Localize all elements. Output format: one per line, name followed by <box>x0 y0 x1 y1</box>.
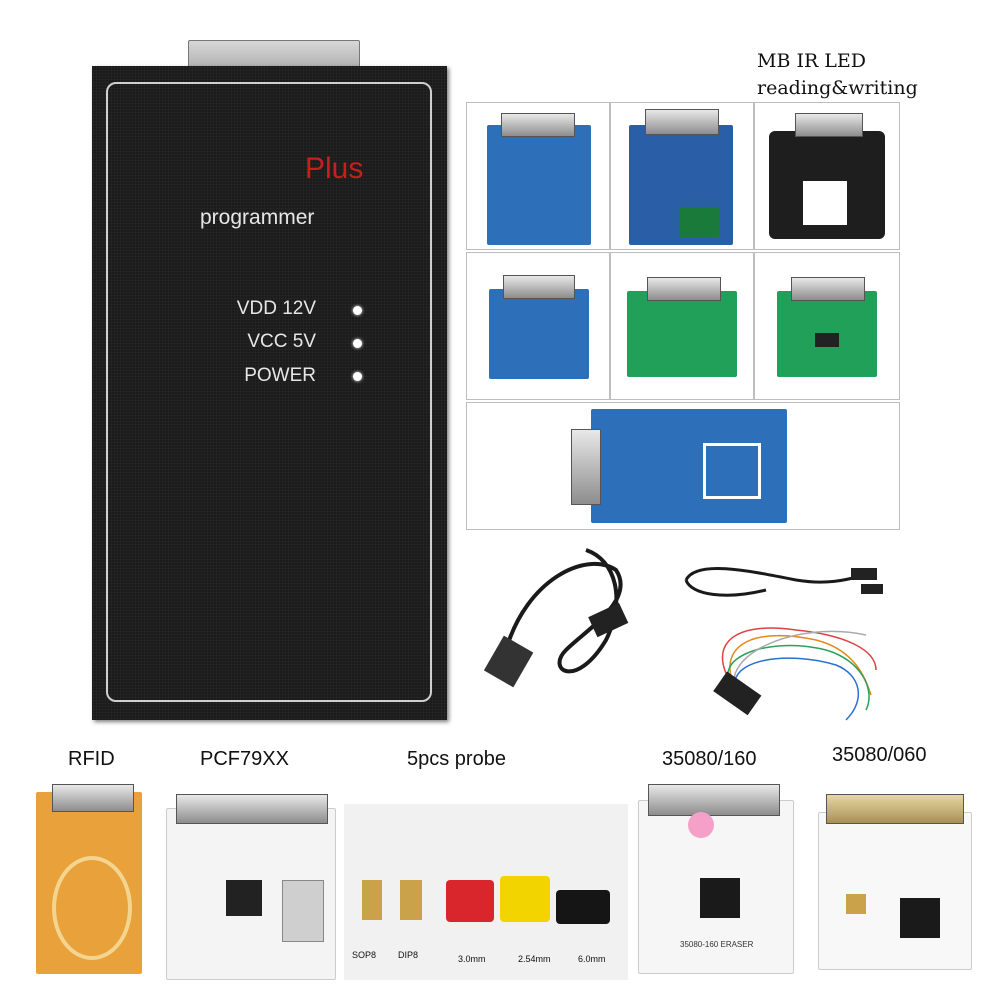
led-power-indicator <box>353 372 362 381</box>
sd-card-slot <box>282 880 324 942</box>
led-label-power: POWER <box>244 365 316 386</box>
dip8-chip <box>846 894 866 914</box>
probe-label-6mm: 6.0mm <box>578 954 606 964</box>
blue-adapter-board <box>487 125 591 245</box>
blue-adapter-board <box>489 289 589 379</box>
caption-35080-160: 35080/160 <box>662 748 757 770</box>
sop-socket <box>700 878 740 918</box>
adapter-cell-5 <box>610 252 754 400</box>
db25-connector <box>176 794 328 824</box>
db25-connector <box>645 109 719 135</box>
db25-connector <box>503 275 575 299</box>
db25-connector <box>501 113 575 137</box>
caption-pcf79xx: PCF79XX <box>200 748 289 770</box>
probe-label-254mm: 2.54mm <box>518 954 551 964</box>
db25-connector <box>52 784 134 812</box>
led-vcc-indicator <box>353 339 362 348</box>
usb-cable <box>684 566 862 597</box>
ce-sticker <box>688 812 714 838</box>
sop-socket <box>900 898 940 938</box>
adapter-cell-6 <box>754 252 900 400</box>
adapter-cell-4 <box>466 252 610 400</box>
probe-label-dip8: DIP8 <box>398 950 419 960</box>
sop8-probe <box>362 880 382 920</box>
adapter-cell-1 <box>466 102 610 250</box>
led-label-vcc: VCC 5V <box>247 331 316 352</box>
mb-ir-led-line1: MB IR LED <box>757 50 867 72</box>
programmer-device <box>92 66 447 720</box>
db25-connector <box>795 113 863 137</box>
mb-ir-led-line2: reading&writing <box>757 77 918 99</box>
mb-ir-led-caption: MB IR LED reading&writing <box>757 48 918 102</box>
obd-connector <box>588 602 629 638</box>
dip8-probe <box>400 880 422 920</box>
zif-socket <box>679 207 719 237</box>
black-probe-6mm <box>556 890 610 924</box>
green-adapter-board <box>627 291 737 377</box>
db-connector-obd-cable <box>483 635 534 688</box>
usb-plug <box>851 568 877 580</box>
yellow-probe-254mm <box>500 876 550 922</box>
db25-connector <box>791 277 865 301</box>
probe-label-3mm: 3.0mm <box>458 954 486 964</box>
model-label: programmer <box>200 206 315 229</box>
db25-connector <box>647 277 721 301</box>
cables-illustration <box>483 548 883 721</box>
db25-connector <box>648 784 780 816</box>
ic-chip <box>226 880 262 916</box>
caption-rfid: RFID <box>68 748 115 770</box>
led-vdd-indicator <box>353 306 362 315</box>
adapter-cell-2 <box>610 102 754 250</box>
rfid-antenna-board <box>591 409 787 523</box>
caption-35080-060: 35080/060 <box>832 744 927 766</box>
ir-sensor-window <box>803 181 847 225</box>
db25-connector <box>571 429 601 505</box>
probe-label-sop8: SOP8 <box>352 950 377 960</box>
antenna-coil-square <box>703 443 761 499</box>
ic-chip <box>815 333 839 347</box>
adapter-cell-3 <box>754 102 900 250</box>
adapter-cell-7 <box>466 402 900 530</box>
35080-060-board <box>818 812 972 970</box>
brand-label: Plus <box>305 152 364 185</box>
eraser-board-label: 35080-160 ERASER <box>680 940 754 949</box>
caption-probe: 5pcs probe <box>407 748 506 770</box>
red-probe-3mm <box>446 880 494 922</box>
led-label-vdd: VDD 12V <box>236 298 316 319</box>
mini-usb-plug <box>861 584 883 594</box>
db25-connector <box>826 794 964 824</box>
programmer-front-frame <box>106 82 432 702</box>
rfid-coil <box>52 856 132 960</box>
db-connector-wire-cable <box>713 671 762 716</box>
